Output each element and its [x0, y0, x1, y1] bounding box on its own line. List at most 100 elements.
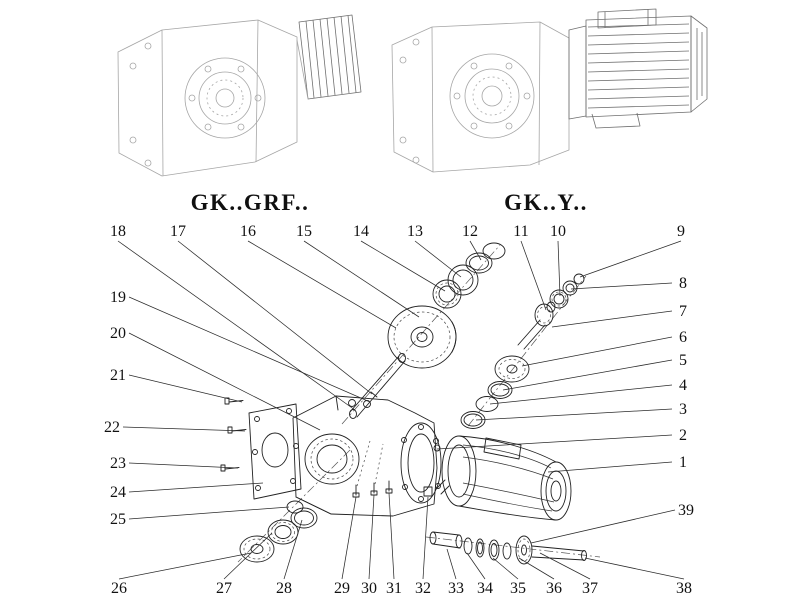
part-number-23: 23: [110, 455, 126, 472]
part-number-14: 14: [353, 223, 369, 240]
axis-input-shaft: [341, 244, 501, 425]
leader-line-5: [502, 359, 673, 391]
part-number-5: 5: [679, 352, 687, 369]
part-number-27: 27: [216, 580, 232, 597]
part-number-32: 32: [415, 580, 431, 597]
leader-line-39: [530, 509, 676, 544]
exploded-view: [220, 242, 601, 565]
leader-line-3: [475, 408, 673, 421]
seal-rings-top: [465, 242, 506, 274]
part-number-2: 2: [679, 427, 687, 444]
part-number-37: 37: [582, 580, 598, 597]
variant-title-y: GK..Y..: [504, 190, 588, 215]
leader-line-28: [283, 519, 303, 580]
part-number-35: 35: [510, 580, 526, 597]
leader-line-14: [360, 240, 446, 292]
electric-motor: [433, 435, 572, 521]
leader-line-10: [557, 240, 561, 297]
leader-line-31: [388, 492, 395, 580]
part-number-20: 20: [110, 325, 126, 342]
part-number-36: 36: [546, 580, 562, 597]
leader-line-30: [368, 494, 375, 580]
leader-line-6: [521, 336, 673, 367]
leader-line-11: [520, 240, 547, 311]
axis-output-left: [237, 449, 351, 563]
assembled-view-y: [391, 8, 708, 173]
mounting-bolts: [352, 440, 433, 498]
part-number-25: 25: [110, 511, 126, 528]
leader-line-12: [469, 240, 482, 261]
leader-line-25: [128, 506, 290, 520]
leader-line-26: [118, 552, 252, 580]
part-number-13: 13: [407, 223, 423, 240]
part-number-24: 24: [110, 484, 126, 501]
gear-medium: [494, 355, 530, 383]
part-number-28: 28: [276, 580, 292, 597]
bearing-outer-ring: [447, 264, 479, 296]
flange-bolts: [220, 397, 247, 472]
part-number-31: 31: [386, 580, 402, 597]
leader-line-17: [177, 240, 373, 395]
input-shaft: [349, 353, 406, 419]
pinion-shaft: [517, 301, 556, 350]
leader-line-29: [341, 496, 357, 580]
leader-line-24: [128, 482, 264, 493]
leader-line-33: [446, 548, 457, 580]
assembled-view-grf: [117, 14, 362, 177]
leader-line-18: [117, 240, 356, 411]
part-number-10: 10: [550, 223, 566, 240]
gear-large: [387, 305, 457, 369]
bearing-small-set: [549, 273, 585, 309]
leader-line-2: [436, 434, 673, 450]
leader-line-8: [570, 282, 673, 290]
cover-plate: [248, 403, 302, 500]
bearing-stack-lower: [239, 500, 318, 563]
part-number-16: 16: [240, 223, 256, 240]
part-number-19: 19: [110, 289, 126, 306]
part-number-17: 17: [170, 223, 186, 240]
leader-line-35: [492, 557, 519, 580]
leader-line-9: [579, 240, 682, 278]
leader-line-34: [466, 552, 486, 580]
axis-output-shaft: [425, 536, 601, 558]
part-number-18: 18: [110, 223, 126, 240]
leader-line-16: [247, 240, 397, 329]
bolt-holes-front-y: [453, 62, 531, 130]
finned-input-cover: [296, 14, 362, 100]
bolt-holes-front-grf: [188, 65, 262, 131]
leader-line-13: [414, 240, 462, 278]
part-number-15: 15: [296, 223, 312, 240]
part-number-1: 1: [679, 454, 687, 471]
part-number-21: 21: [110, 367, 126, 384]
leader-line-27: [223, 532, 273, 580]
part-number-9: 9: [677, 223, 685, 240]
part-number-22: 22: [104, 419, 120, 436]
leader-line-4: [489, 384, 673, 405]
leader-line-1: [547, 461, 673, 473]
leader-line-19: [128, 296, 371, 403]
leader-line-37: [539, 552, 591, 580]
part-number-26: 26: [111, 580, 127, 597]
leader-line-21: [128, 374, 243, 403]
part-number-7: 7: [679, 303, 687, 320]
part-number-38: 38: [676, 580, 692, 597]
part-number-11: 11: [513, 223, 528, 240]
part-number-6: 6: [679, 329, 687, 346]
bolt-holes-side-y: [399, 38, 420, 164]
part-number-34: 34: [477, 580, 493, 597]
electric-motor-assembled: [568, 8, 708, 129]
part-number-3: 3: [679, 401, 687, 418]
leader-line-38: [584, 557, 685, 580]
leader-line-20: [128, 332, 321, 431]
callout-layer: 1234567891011121314151617181920212223242…: [104, 223, 694, 597]
output-shaft-assembly: [429, 531, 587, 565]
spacer-rings: [460, 381, 513, 429]
leader-line-7: [551, 310, 673, 328]
variant-title-grf: GK..GRF..: [191, 190, 310, 215]
leader-line-22: [122, 426, 246, 432]
leader-line-23: [128, 462, 239, 469]
part-number-8: 8: [679, 275, 687, 292]
leader-line-32: [422, 496, 429, 580]
part-number-39: 39: [678, 502, 694, 519]
